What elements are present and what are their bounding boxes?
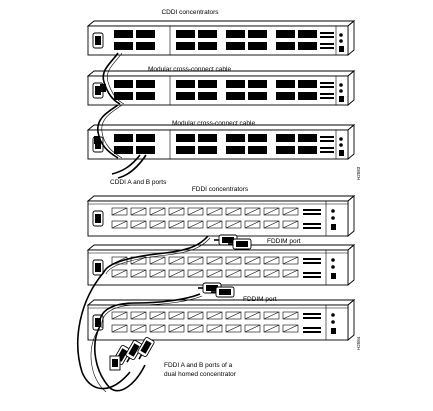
figure-id-bottom: H2584	[356, 336, 361, 350]
label-fddi-ab-ports-line2: dual homed concentrator	[164, 371, 237, 378]
label-cddi-ab-ports: CDDI A and B ports	[110, 179, 167, 186]
cddi-concentrator-1	[87, 20, 355, 56]
label-fddim-port-1: FDDIM port	[267, 238, 301, 245]
fddi-concentrator-2	[87, 244, 355, 286]
fddi-concentrator-1	[87, 195, 355, 237]
label-cddi-concentrators: CDDI concentrators	[161, 9, 219, 16]
label-fddim-port-2: FDDIM port	[243, 296, 277, 303]
label-fddi-ab-ports-line1: FDDI A and B ports of a	[164, 362, 233, 369]
cddi-concentrator-3	[87, 124, 355, 160]
label-fddi-concentrators: FDDI concentrators	[192, 186, 249, 193]
label-cross-connect-cable-1: Modular cross-connect cable	[148, 66, 231, 73]
figure-id-top: H2583	[356, 166, 361, 180]
cross-connect-cables	[94, 52, 147, 179]
label-cross-connect-cable-2: Modular cross-connect cable	[172, 120, 255, 127]
fddi-cables	[76, 234, 252, 393]
fddi-concentrator-3	[87, 299, 355, 341]
cddi-concentrator-2	[87, 70, 355, 106]
